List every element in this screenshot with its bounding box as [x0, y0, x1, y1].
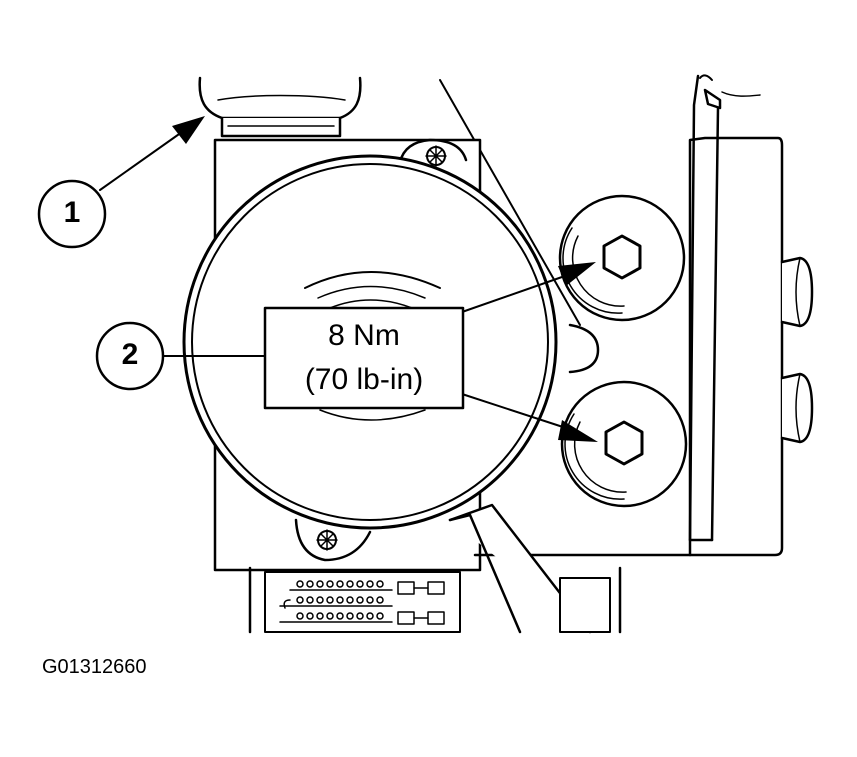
callout-number-2: 2	[121, 338, 139, 371]
torque-leader-upper	[461, 262, 596, 313]
bolt-lower	[560, 380, 688, 508]
background-edge-line	[439, 79, 581, 326]
lower-mounting-lug	[294, 518, 372, 562]
callout-1-leader	[99, 116, 205, 191]
bolt-upper	[558, 194, 686, 322]
torque-label-box	[263, 306, 465, 410]
hose-fitting	[198, 76, 362, 138]
torque-leader-lower	[461, 393, 598, 442]
housing-tab	[568, 323, 600, 374]
mounting-bracket	[688, 74, 761, 542]
callout-circle-2	[95, 321, 165, 391]
torque-value-metric: 8 Nm	[328, 319, 400, 352]
electrical-connector	[248, 566, 622, 634]
torque-value-imperial: (70 lb-in)	[304, 363, 424, 396]
callout-circle-1	[37, 179, 107, 249]
upper-mounting-lug	[398, 138, 468, 167]
callout-number-1: 1	[63, 196, 81, 229]
figure-id: G01312660	[42, 656, 147, 678]
motor-strap	[448, 503, 592, 634]
right-connectors	[780, 256, 814, 444]
